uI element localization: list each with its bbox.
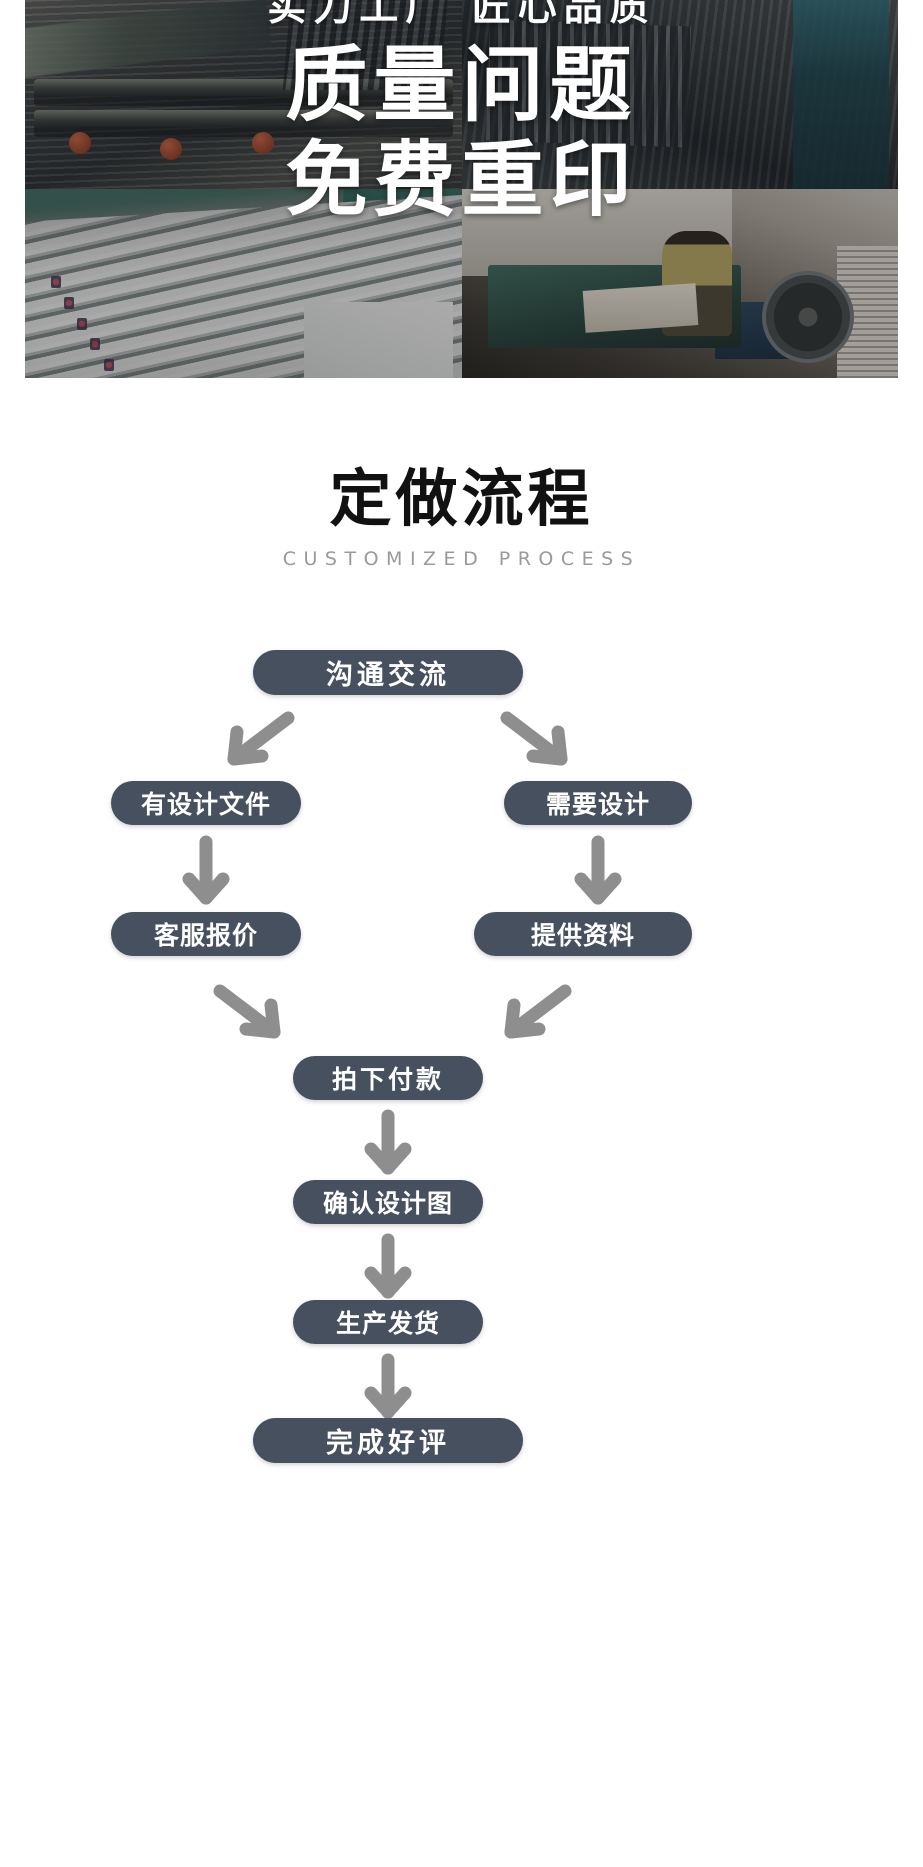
flow-arrow-left-to-quote [182, 835, 230, 905]
factory-photo-printed-sheets [25, 189, 462, 378]
flow-arrow-materials-to-payment [504, 984, 572, 1039]
banner-dark-overlay [25, 0, 898, 378]
factory-photo-printing-press [25, 0, 462, 189]
banner-text-overlay: 实力工厂 匠心品质 质量问题 免费重印 [25, 0, 898, 378]
flow-arrow-quote-to-payment [213, 984, 281, 1039]
flow-arrow-confirm-to-production [364, 1233, 412, 1299]
flow-node-complete-positive-review[interactable]: 完成好评 [253, 1418, 523, 1463]
flow-arrow-right-to-provide-material [574, 835, 622, 905]
flow-node-production-shipping[interactable]: 生产发货 [293, 1300, 483, 1344]
flow-node-need-design[interactable]: 需要设计 [504, 781, 692, 825]
banner-headline-line2: 免费重印 [285, 132, 638, 228]
flow-arrow-to-need-design [500, 711, 568, 766]
section-title-english: CUSTOMIZED PROCESS [282, 548, 641, 570]
flow-arrow-to-has-design [227, 711, 295, 766]
section-heading: 定做流程 CUSTOMIZED PROCESS [0, 462, 923, 571]
factory-photo-worker [461, 189, 898, 378]
flow-node-has-design-file[interactable]: 有设计文件 [111, 781, 301, 825]
flow-node-confirm-design-draft[interactable]: 确认设计图 [293, 1180, 483, 1224]
banner-tagline: 实力工厂 匠心品质 [267, 0, 656, 30]
hero-banner: 实力工厂 匠心品质 质量问题 免费重印 [25, 0, 898, 378]
flow-node-customer-service-quote[interactable]: 客服报价 [111, 912, 301, 956]
banner-photo-grid [25, 0, 898, 378]
banner-headline-line1: 质量问题 [285, 38, 638, 133]
factory-photo-machinery [461, 0, 898, 189]
flow-node-provide-materials[interactable]: 提供资料 [474, 912, 692, 956]
flow-arrow-payment-to-confirm-design [364, 1109, 412, 1175]
flow-arrow-production-to-review [364, 1353, 412, 1419]
section-title-chinese: 定做流程 [329, 462, 594, 535]
flow-node-place-order-payment[interactable]: 拍下付款 [293, 1056, 483, 1100]
flow-node-communication[interactable]: 沟通交流 [253, 650, 523, 695]
